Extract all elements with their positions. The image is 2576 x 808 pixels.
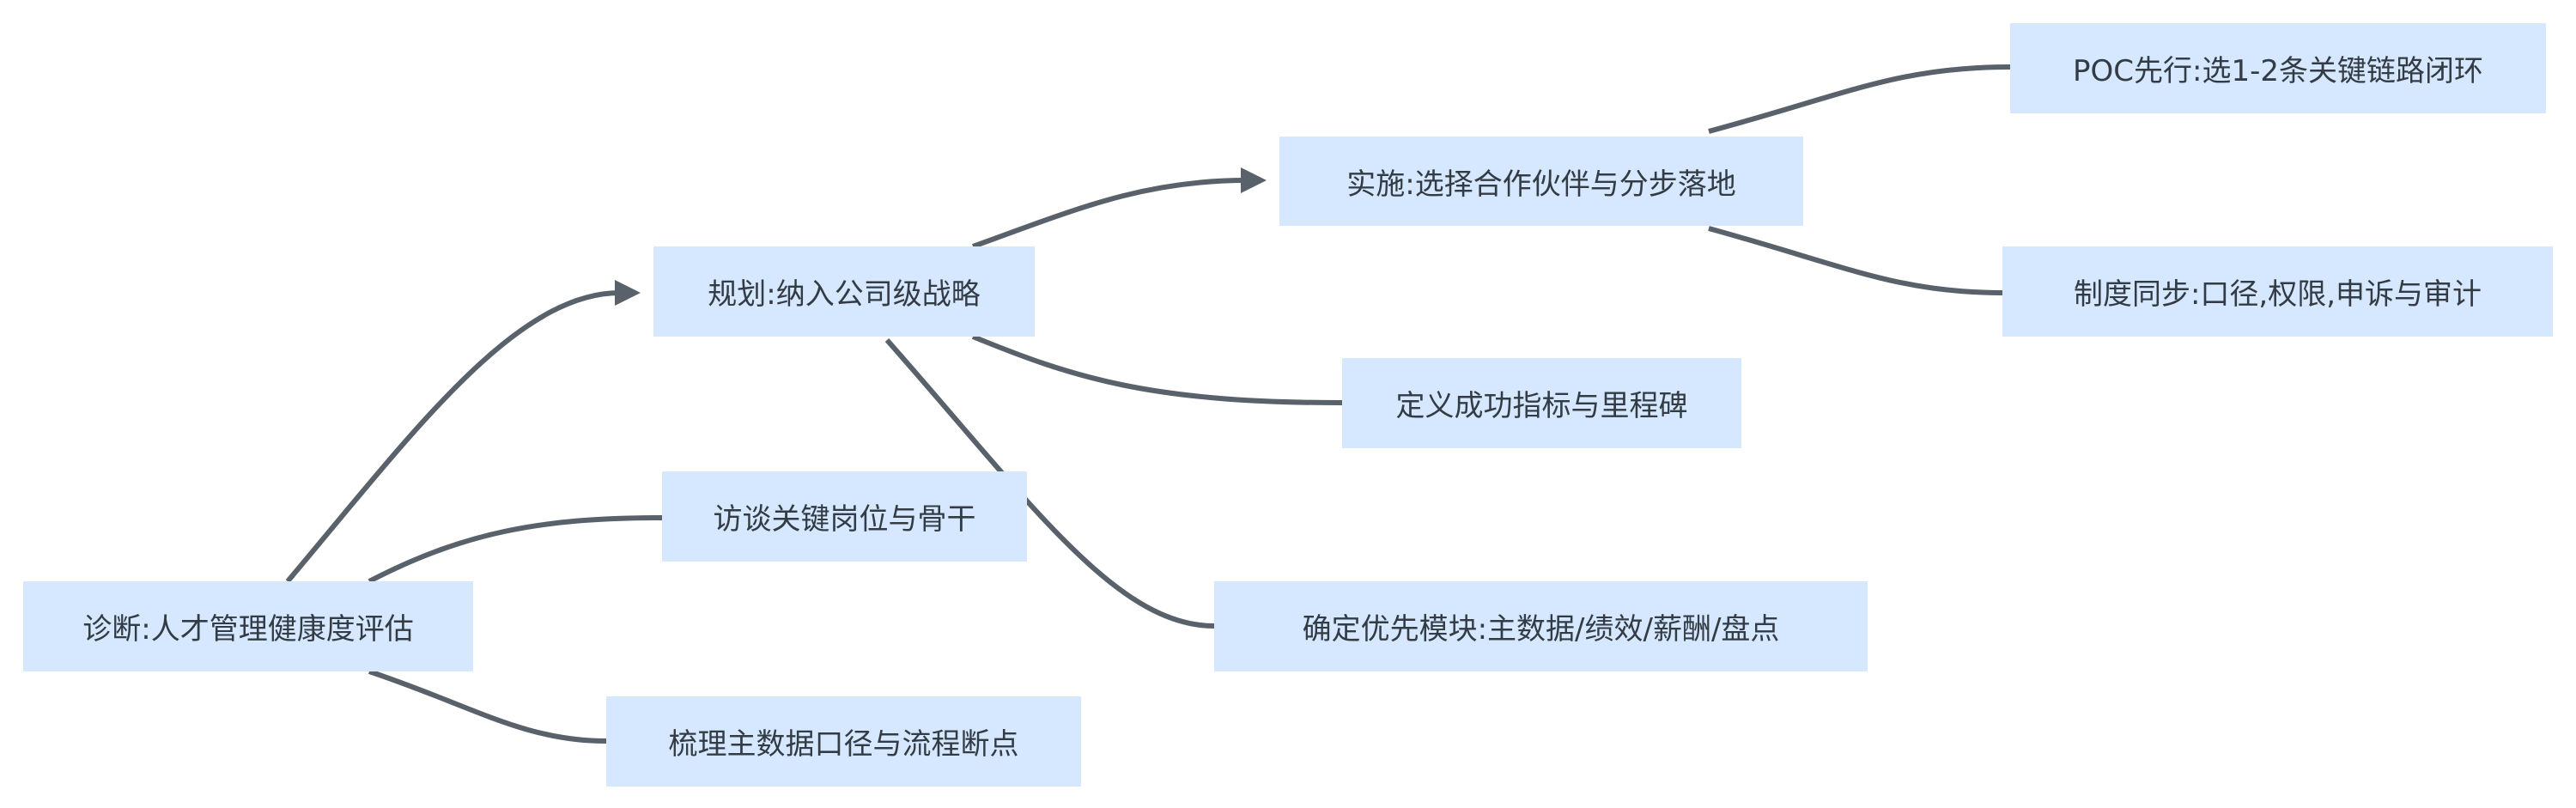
node-priority-modules[interactable]: 确定优先模块:主数据/绩效/薪酬/盘点: [1214, 581, 1868, 671]
edge-diagnose-interview: [368, 515, 663, 584]
node-implement[interactable]: 实施:选择合作伙伴与分步落地: [1279, 137, 1803, 226]
edge-plan-implement: [971, 167, 1267, 249]
node-define-metrics[interactable]: 定义成功指标与里程碑: [1342, 358, 1741, 448]
node-diagnose[interactable]: 诊断:人才管理健康度评估: [23, 581, 473, 671]
edge-diagnose-plan: [285, 280, 641, 583]
edge-plan-modules: [884, 338, 1215, 629]
node-sort-data[interactable]: 梳理主数据口径与流程断点: [606, 696, 1081, 787]
node-plan[interactable]: 规划:纳入公司级战略: [653, 246, 1035, 337]
edge-plan-metrics: [971, 334, 1343, 405]
node-interview[interactable]: 访谈关键岗位与骨干: [662, 471, 1027, 562]
edge-implement-policy: [1708, 226, 2003, 295]
node-policy-sync[interactable]: 制度同步:口径,权限,申诉与审计: [2002, 246, 2553, 337]
node-poc[interactable]: POC先行:选1-2条关键链路闭环: [2010, 23, 2546, 113]
edge-implement-poc: [1708, 64, 2011, 134]
edge-diagnose-sortdata: [368, 669, 607, 744]
